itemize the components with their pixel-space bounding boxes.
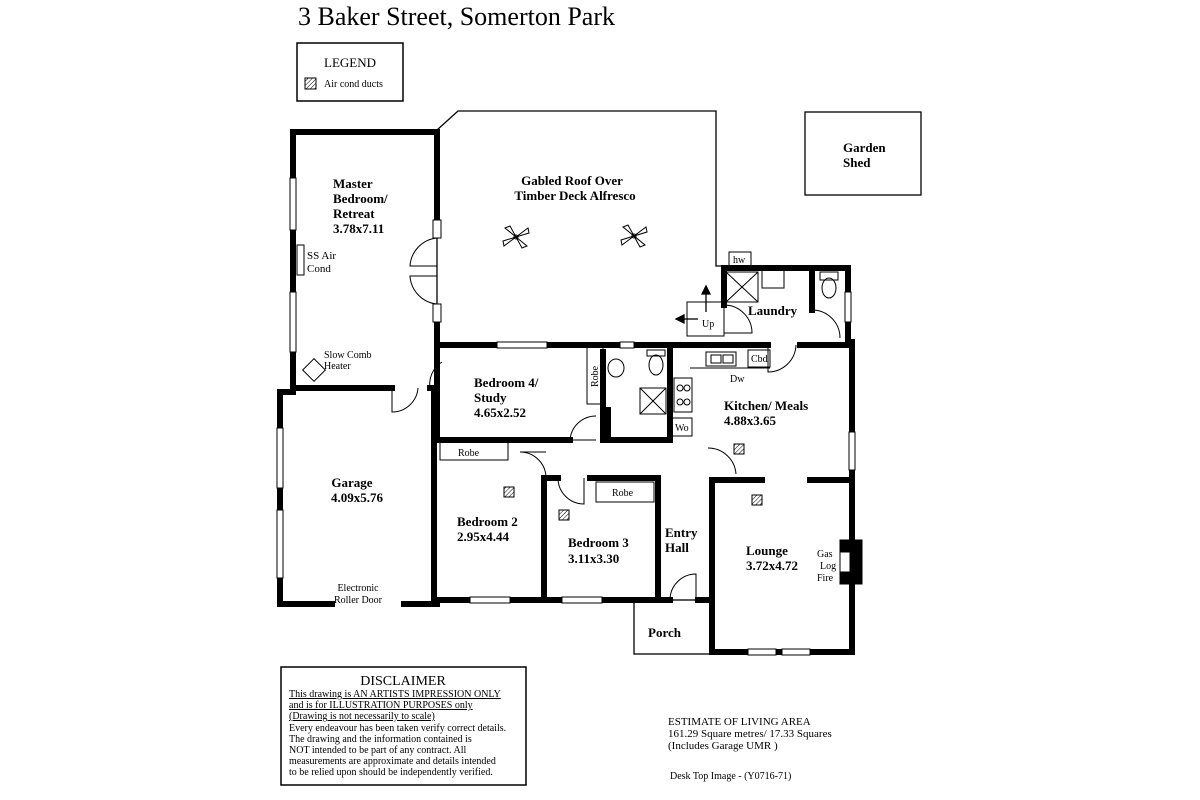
label-robe-bed3: Robe bbox=[612, 488, 634, 499]
svg-text:Bedroom 4/: Bedroom 4/ bbox=[474, 375, 539, 390]
svg-text:Gas: Gas bbox=[817, 549, 833, 560]
svg-text:Heater: Heater bbox=[324, 361, 351, 372]
svg-text:Bedroom 2: Bedroom 2 bbox=[457, 514, 518, 529]
label-robe-bed2: Robe bbox=[458, 448, 480, 459]
svg-text:and is for ILLUSTRATION PURPOS: and is for ILLUSTRATION PURPOSES only bbox=[289, 700, 473, 711]
room-bedroom4: Bedroom 4/ Study 4.65x2.52 bbox=[474, 375, 539, 420]
label-heater: Slow Comb Heater bbox=[324, 350, 372, 372]
svg-text:161.29 Square metres/ 17.33 S: 161.29 Square metres/ 17.33 Squares bbox=[668, 728, 832, 740]
svg-text:Hall: Hall bbox=[665, 540, 689, 555]
label-roller-door: Electronic Roller Door bbox=[334, 583, 383, 606]
label-dw: Dw bbox=[730, 374, 745, 385]
svg-text:Retreat: Retreat bbox=[333, 206, 375, 221]
windows bbox=[276, 177, 856, 656]
svg-text:Garage: Garage bbox=[331, 475, 372, 490]
svg-text:The drawing and the informatio: The drawing and the information containe… bbox=[289, 734, 472, 745]
label-cbd: Cbd bbox=[751, 354, 768, 365]
svg-text:Log: Log bbox=[820, 561, 836, 572]
svg-text:3.72x4.72: 3.72x4.72 bbox=[746, 558, 798, 573]
svg-text:(Includes Garage UMR ): (Includes Garage UMR ) bbox=[668, 740, 778, 752]
air-duct-icon bbox=[304, 77, 317, 90]
ceiling-fan-icon bbox=[620, 224, 648, 248]
label-up: Up bbox=[702, 319, 714, 330]
svg-text:Garden: Garden bbox=[843, 140, 886, 155]
footer-ref: Desk Top Image - (Y0716-71) bbox=[670, 771, 791, 782]
svg-text:measurements are approximate a: measurements are approximate and details… bbox=[289, 756, 496, 767]
svg-text:Bedroom/: Bedroom/ bbox=[333, 191, 388, 206]
svg-text:4.88x3.65: 4.88x3.65 bbox=[724, 413, 777, 428]
svg-text:Bedroom 3: Bedroom 3 bbox=[568, 535, 629, 550]
svg-text:SS Air: SS Air bbox=[307, 250, 336, 262]
air-duct-icon bbox=[503, 443, 763, 521]
label-wo: Wo bbox=[675, 423, 689, 434]
living-area-estimate: ESTIMATE OF LIVING AREA 161.29 Square me… bbox=[668, 716, 832, 752]
svg-text:Every endeavour has been taken: Every endeavour has been taken verify co… bbox=[289, 723, 506, 734]
svg-text:(Drawing is not necessarily to: (Drawing is not necessarily to scale) bbox=[289, 711, 435, 722]
page-title: 3 Baker Street, Somerton Park bbox=[298, 2, 615, 31]
room-bedroom3: Bedroom 3 3.11x3.30 bbox=[568, 535, 629, 566]
room-master: Master Bedroom/ Retreat 3.78x7.11 bbox=[333, 176, 388, 236]
svg-text:Roller Door: Roller Door bbox=[334, 595, 383, 606]
legend-heading: LEGEND bbox=[324, 55, 376, 70]
step-arrows bbox=[674, 284, 725, 337]
svg-text:Study: Study bbox=[474, 390, 507, 405]
svg-text:Slow Comb: Slow Comb bbox=[324, 350, 372, 361]
legend-box: LEGEND Air cond ducts bbox=[296, 42, 404, 102]
svg-text:Entry: Entry bbox=[665, 525, 698, 540]
svg-text:4.65x2.52: 4.65x2.52 bbox=[474, 405, 526, 420]
heater-icon bbox=[301, 357, 327, 383]
ceiling-fan-icon bbox=[502, 225, 530, 249]
svg-text:to be relied upon should be in: to be relied upon should be independentl… bbox=[289, 767, 493, 778]
room-alfresco: Gabled Roof Over Timber Deck Alfresco bbox=[514, 173, 635, 203]
room-porch: Porch bbox=[648, 625, 682, 640]
room-bedroom2: Bedroom 2 2.95x4.44 bbox=[457, 514, 518, 544]
legend-item: Air cond ducts bbox=[324, 79, 383, 90]
svg-text:3.78x7.11: 3.78x7.11 bbox=[333, 221, 384, 236]
svg-text:2.95x4.44: 2.95x4.44 bbox=[457, 529, 510, 544]
svg-text:4.09x5.76: 4.09x5.76 bbox=[331, 490, 384, 505]
label-robe-bed4: Robe bbox=[590, 365, 601, 387]
room-laundry: Laundry bbox=[748, 303, 798, 318]
svg-text:Kitchen/ Meals: Kitchen/ Meals bbox=[724, 398, 808, 413]
disclaimer-heading: DISCLAIMER bbox=[360, 674, 446, 689]
svg-text:ESTIMATE OF LIVING AREA: ESTIMATE OF LIVING AREA bbox=[668, 716, 811, 728]
fixtures bbox=[296, 244, 863, 585]
label-ss-air: SS Air Cond bbox=[307, 250, 336, 275]
room-kitchen: Kitchen/ Meals 4.88x3.65 bbox=[724, 398, 808, 428]
svg-text:Cond: Cond bbox=[307, 263, 331, 275]
label-gas-fire: Gas Log Fire bbox=[817, 549, 836, 584]
svg-text:Timber Deck Alfresco: Timber Deck Alfresco bbox=[514, 188, 635, 203]
svg-text:Shed: Shed bbox=[843, 155, 871, 170]
room-entry: Entry Hall bbox=[665, 525, 698, 555]
room-lounge: Lounge 3.72x4.72 bbox=[746, 543, 798, 573]
svg-text:Fire: Fire bbox=[817, 573, 834, 584]
disclaimer-box: DISCLAIMER This drawing is AN ARTISTS IM… bbox=[280, 666, 527, 786]
svg-text:This drawing is AN ARTISTS IMP: This drawing is AN ARTISTS IMPRESSION ON… bbox=[289, 689, 501, 700]
room-shed: Garden Shed bbox=[843, 140, 886, 170]
svg-text:Electronic: Electronic bbox=[337, 583, 379, 594]
svg-text:Master: Master bbox=[333, 176, 373, 191]
svg-text:3.11x3.30: 3.11x3.30 bbox=[568, 551, 619, 566]
garden-shed bbox=[804, 111, 922, 196]
room-garage: Garage 4.09x5.76 bbox=[331, 475, 384, 505]
label-hw: hw bbox=[733, 255, 746, 266]
svg-text:Lounge: Lounge bbox=[746, 543, 788, 558]
svg-text:NOT intended to be part of any: NOT intended to be part of any contract.… bbox=[289, 745, 466, 756]
doors bbox=[391, 219, 841, 601]
svg-text:Gabled Roof Over: Gabled Roof Over bbox=[521, 173, 623, 188]
